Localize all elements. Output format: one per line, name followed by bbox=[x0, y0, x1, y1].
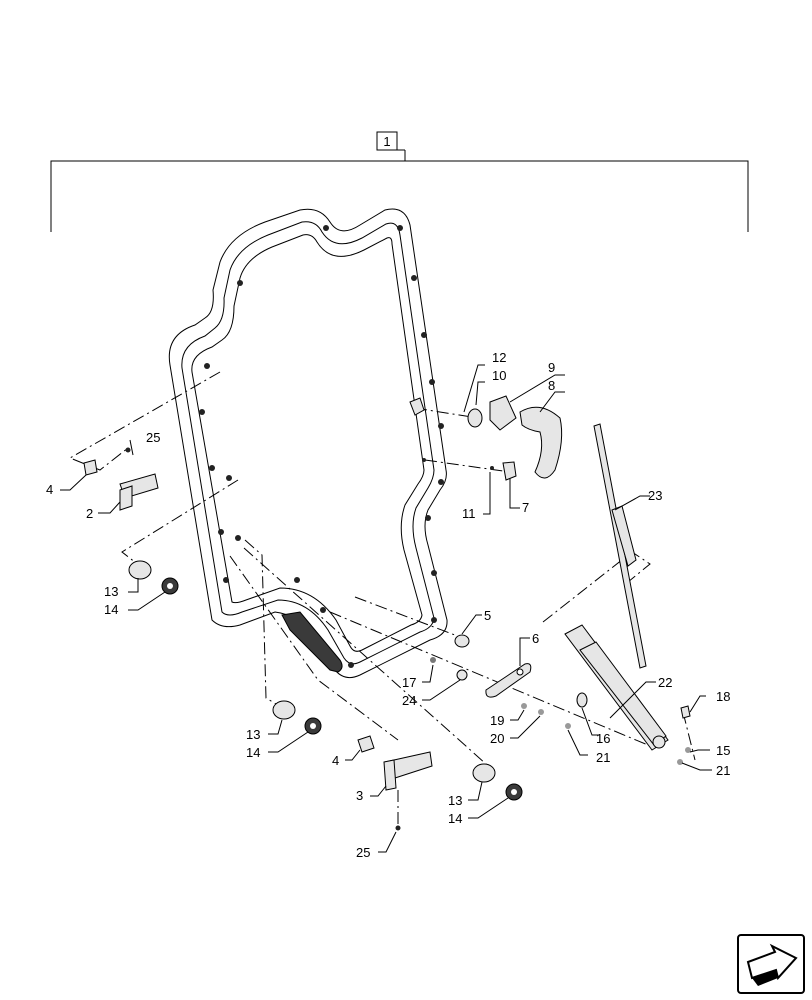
assembly-callout-box[interactable]: 1 bbox=[376, 131, 398, 151]
callout-labels: 12 10 9 8 25 4 2 11 7 23 13 14 5 6 17 24… bbox=[46, 350, 730, 860]
callout-22: 22 bbox=[658, 675, 672, 690]
callout-15: 15 bbox=[716, 743, 730, 758]
handle-and-latch-parts bbox=[409, 395, 563, 481]
callout-21-mid: 21 bbox=[596, 750, 610, 765]
callout-4-upper: 4 bbox=[46, 482, 53, 497]
next-page-arrow-icon[interactable] bbox=[737, 934, 805, 994]
callout-14-lower: 14 bbox=[448, 811, 462, 826]
frame-bolts bbox=[199, 225, 444, 668]
callout-18: 18 bbox=[716, 689, 730, 704]
callout-13-mid: 13 bbox=[246, 727, 260, 742]
callout-25-upper: 25 bbox=[146, 430, 160, 445]
callout-14-upper: 14 bbox=[104, 602, 118, 617]
callout-21-right: 21 bbox=[716, 763, 730, 778]
callout-24: 24 bbox=[402, 693, 416, 708]
callout-23: 23 bbox=[648, 488, 662, 503]
callout-16: 16 bbox=[596, 731, 610, 746]
callout-6: 6 bbox=[532, 631, 539, 646]
callout-14-mid: 14 bbox=[246, 745, 260, 760]
callout-12: 12 bbox=[492, 350, 506, 365]
assembly-bracket bbox=[50, 149, 749, 232]
callout-2: 2 bbox=[86, 506, 93, 521]
door-frame bbox=[168, 208, 448, 679]
callout-3: 3 bbox=[356, 788, 363, 803]
callout-10: 10 bbox=[492, 368, 506, 383]
callout-17: 17 bbox=[402, 675, 416, 690]
callout-13-lower: 13 bbox=[448, 793, 462, 808]
callout-8: 8 bbox=[548, 378, 555, 393]
assembly-callout-label: 1 bbox=[383, 134, 390, 149]
callout-11: 11 bbox=[462, 506, 476, 521]
callout-4-lower: 4 bbox=[332, 753, 339, 768]
callout-13-upper: 13 bbox=[104, 584, 118, 599]
hinge-parts-lower bbox=[272, 700, 523, 831]
callout-25-lower: 25 bbox=[356, 845, 370, 860]
callout-19: 19 bbox=[490, 713, 504, 728]
callout-5: 5 bbox=[484, 608, 491, 623]
callout-9: 9 bbox=[548, 360, 555, 375]
leader-lines bbox=[60, 364, 712, 853]
callout-20: 20 bbox=[490, 731, 504, 746]
callout-7: 7 bbox=[522, 500, 529, 515]
wiper-blade bbox=[593, 423, 647, 669]
hinge-parts-upper bbox=[83, 447, 179, 595]
wiper-mount-parts bbox=[430, 624, 691, 765]
